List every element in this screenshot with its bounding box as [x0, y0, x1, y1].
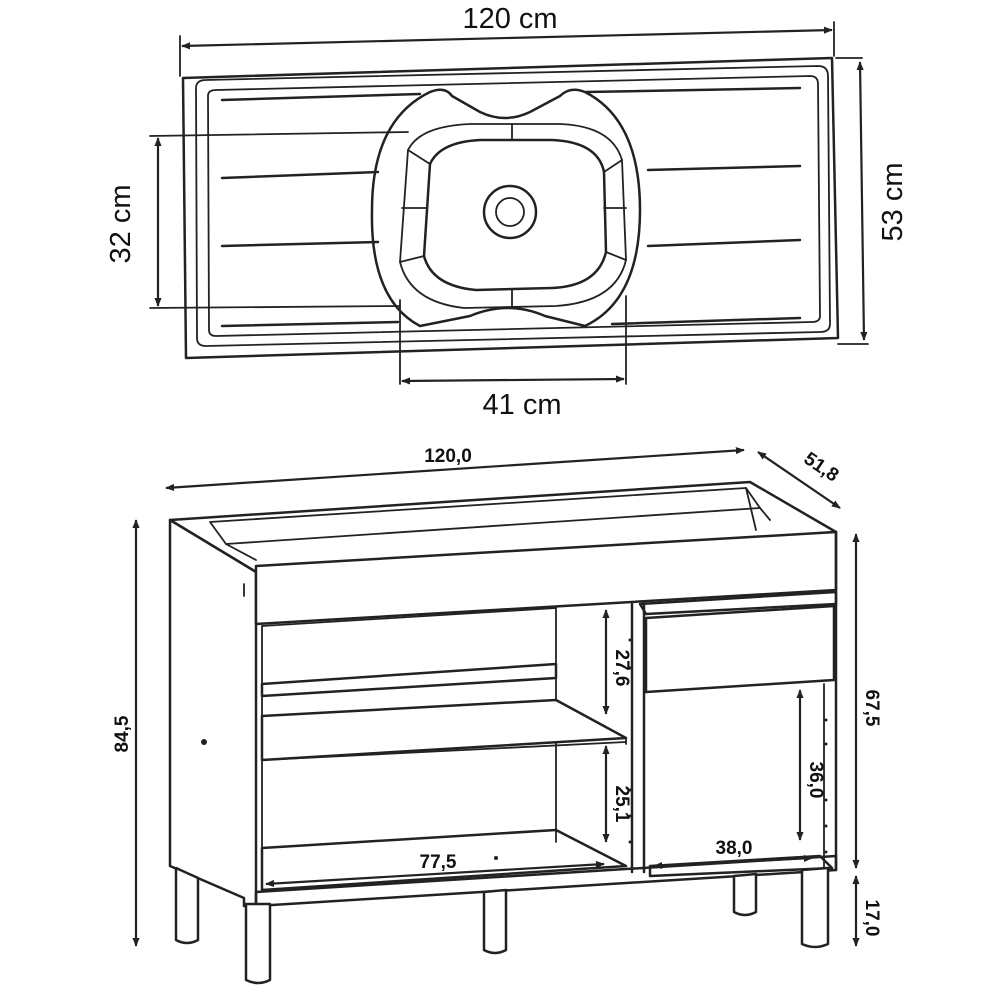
dim-right-inner-height: 36,0	[796, 689, 826, 841]
basin-width-label: 41 cm	[483, 389, 562, 421]
left-drainboard-ribs	[220, 92, 422, 328]
basin-bowl	[422, 138, 608, 292]
total-height-label: 84,5	[112, 715, 133, 752]
cabinet-depth-label: 51,8	[800, 448, 842, 486]
sink-rim	[195, 65, 831, 347]
base-front-edge	[254, 854, 838, 908]
dim-sink-width: 120 cm	[179, 3, 835, 77]
dim-right-inner-width: 38,0	[653, 838, 813, 870]
sink-inner-rim	[207, 75, 821, 337]
sink-outline	[181, 56, 840, 360]
dim-basin-depth: 32 cm	[105, 131, 409, 309]
cabinet-legs	[174, 866, 830, 985]
basin-depth-label: 32 cm	[105, 185, 137, 264]
side-screw	[201, 739, 207, 745]
right-drainboard-ribs	[584, 86, 802, 326]
upper-shelf-back	[260, 662, 558, 698]
dim-upper-shelf-gap: 27,6	[602, 609, 632, 715]
drawer-front	[644, 604, 836, 694]
cabinet-width-label: 120,0	[424, 446, 472, 467]
left-bottom-floor	[260, 828, 628, 892]
dim-lower-shelf-gap: 25,1	[602, 745, 632, 843]
cabinet-left-side	[168, 518, 258, 908]
drain-outer	[482, 184, 538, 240]
left-inner-width-label: 77,5	[420, 852, 457, 873]
basin-steps	[399, 123, 627, 307]
dim-basin-width: 41 cm	[399, 295, 627, 421]
dim-sink-depth: 53 cm	[835, 57, 909, 345]
upper-shelf-gap-label: 27,6	[611, 650, 632, 687]
right-inner-height-label: 36,0	[805, 762, 826, 799]
right-inner-width-label: 38,0	[716, 838, 753, 859]
dim-body-height: 67,5	[852, 533, 882, 869]
body-height-label: 67,5	[861, 690, 882, 727]
lower-shelf-gap-label: 25,1	[611, 786, 632, 823]
dim-cabinet-width: 120,0	[165, 446, 745, 492]
leg-height-label: 17,0	[861, 900, 882, 937]
cabinet-view: 120,0 51,8 84,5 67,5 17,0 27,6 2	[112, 446, 882, 985]
dim-left-inner-width: 77,5	[265, 852, 605, 888]
hole-dots	[494, 638, 828, 860]
dim-leg-height: 17,0	[852, 875, 882, 947]
sink-depth-label: 53 cm	[877, 163, 909, 242]
dim-total-height: 84,5	[112, 519, 140, 947]
cabinet-top-inner	[209, 487, 761, 545]
sink-top-view: 120 cm 53 cm 32 cm 41 cm	[105, 3, 909, 421]
sink-width-label: 120 cm	[462, 3, 557, 35]
drain-inner	[495, 197, 525, 227]
basin-outer	[370, 88, 642, 328]
dim-cabinet-depth: 51,8	[757, 448, 842, 509]
